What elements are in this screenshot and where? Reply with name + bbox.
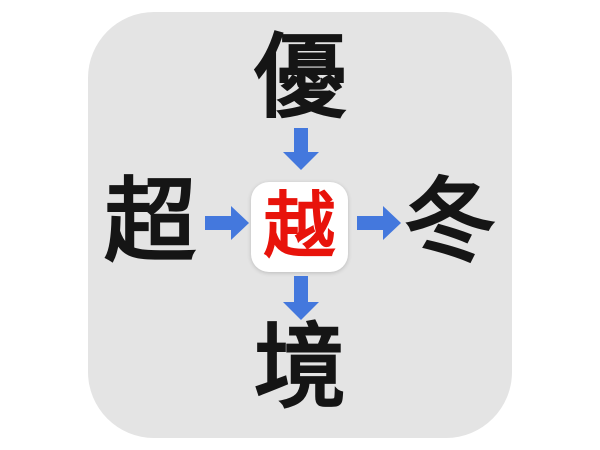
kanji-left: 超 xyxy=(90,170,210,274)
right-arrow-icon xyxy=(205,206,249,240)
kanji-right-char: 冬 xyxy=(403,171,496,273)
right-arrow-icon xyxy=(357,206,401,240)
kanji-right: 冬 xyxy=(390,170,510,274)
down-arrow-icon xyxy=(283,128,319,170)
center-kanji-tile: 越 xyxy=(251,182,348,272)
puzzle-card: 優 超 冬 境 越 xyxy=(88,12,512,438)
kanji-center-char: 越 xyxy=(263,187,336,267)
kanji-bottom: 境 xyxy=(200,316,400,420)
down-arrow-icon xyxy=(283,276,319,320)
kanji-bottom-char: 境 xyxy=(253,317,346,419)
kanji-left-char: 超 xyxy=(103,171,196,273)
kanji-top: 優 xyxy=(200,26,400,130)
kanji-top-char: 優 xyxy=(253,27,346,129)
